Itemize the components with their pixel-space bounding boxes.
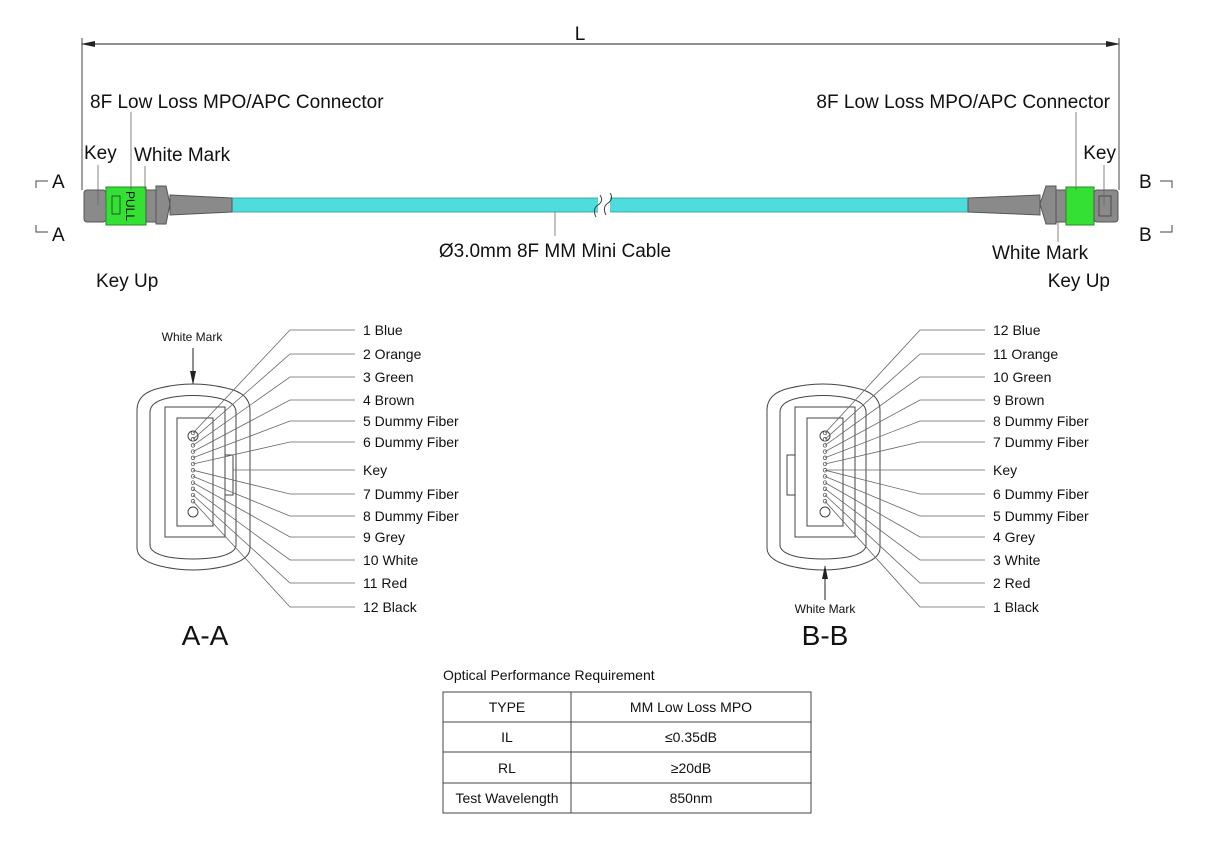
pin-label: 1 Blue xyxy=(363,322,403,338)
face-b-white-mark: White Mark xyxy=(795,602,857,616)
pin-leader-line xyxy=(824,329,985,434)
left-connector: PULL xyxy=(83,185,233,226)
cable-label: Ø3.0mm 8F MM Mini Cable xyxy=(439,241,671,262)
pin-label: 2 Red xyxy=(993,575,1030,591)
pin-leader-line xyxy=(824,420,985,459)
pin-leader-line xyxy=(192,494,355,584)
pin-label: 12 Black xyxy=(363,599,418,615)
length-dimension: L xyxy=(81,24,1120,190)
fiber-position xyxy=(190,449,196,454)
table-cell-value: ≤0.35dB xyxy=(665,729,717,745)
pin-label: 5 Dummy Fiber xyxy=(363,413,459,429)
pin-leader-line xyxy=(192,482,355,538)
pull-text: PULL xyxy=(123,191,137,221)
table-cell-value: 850nm xyxy=(670,790,713,806)
section-marker-a: A A xyxy=(35,172,65,246)
pin-label: 6 Dummy Fiber xyxy=(363,434,459,450)
pin-leader-line xyxy=(824,441,985,465)
left-key-label: Key xyxy=(84,143,117,164)
pin-label: 4 Brown xyxy=(363,392,414,408)
pin-leader-line xyxy=(192,469,355,495)
table-title: Optical Performance Requirement xyxy=(443,667,655,683)
section-b-title: B-B xyxy=(802,620,849,651)
pin-leader-line xyxy=(824,488,985,561)
pin-leader-line xyxy=(192,376,355,446)
pin-label: 3 White xyxy=(993,552,1041,568)
pin-leader-line xyxy=(824,476,985,517)
pin-label: 11 Red xyxy=(363,575,407,591)
pin-label: Key xyxy=(993,462,1017,478)
pin-label: 5 Dummy Fiber xyxy=(993,508,1089,524)
pin-label: 4 Grey xyxy=(993,529,1035,545)
cable: Ø3.0mm 8F MM Mini Cable xyxy=(229,192,971,262)
table-cell-label: RL xyxy=(498,760,516,776)
face-a-white-mark: White Mark xyxy=(162,330,224,344)
pin-leader-line xyxy=(192,488,355,561)
left-key-up-label: Key Up xyxy=(96,271,158,292)
left-white-mark-label: White Mark xyxy=(134,145,231,166)
pin-label: 10 Green xyxy=(993,369,1051,385)
left-connector-label: 8F Low Loss MPO/APC Connector xyxy=(90,92,384,113)
svg-text:B: B xyxy=(1139,172,1152,193)
pin-label: 11 Orange xyxy=(993,346,1058,362)
svg-text:A: A xyxy=(52,225,65,246)
pin-leader-line xyxy=(192,353,355,440)
section-a-title: A-A xyxy=(182,620,229,651)
pin-leader-line xyxy=(824,500,985,608)
pin-label: 3 Green xyxy=(363,369,414,385)
right-connector-label: 8F Low Loss MPO/APC Connector xyxy=(816,92,1110,113)
pin-label: 7 Dummy Fiber xyxy=(993,434,1089,450)
pin-leader-line xyxy=(192,420,355,459)
pin-label: 2 Orange xyxy=(363,346,422,362)
end-face-a-a: White Mark A-A xyxy=(136,330,251,651)
right-white-mark-label: White Mark xyxy=(992,243,1089,264)
table-cell-value: MM Low Loss MPO xyxy=(630,699,752,715)
pin-label: 9 Grey xyxy=(363,529,405,545)
pin-leader-line xyxy=(192,329,355,434)
pin-leader-line xyxy=(192,441,355,465)
end-face-b-b: White Mark B-B xyxy=(766,383,881,651)
pin-label: 12 Blue xyxy=(993,322,1041,338)
pin-leader-line xyxy=(824,399,985,452)
section-marker-b: B B xyxy=(1139,172,1173,246)
pin-label: 7 Dummy Fiber xyxy=(363,486,459,502)
pin-leader-line xyxy=(824,376,985,446)
optical-performance-table: Optical Performance Requirement TYPE MM L… xyxy=(442,667,812,814)
table-cell-value: ≥20dB xyxy=(671,760,711,776)
pin-label: 10 White xyxy=(363,552,418,568)
table-cell-label: TYPE xyxy=(489,699,526,715)
fiber-position xyxy=(822,449,828,454)
pin-label: 8 Dummy Fiber xyxy=(993,413,1089,429)
pin-label: 8 Dummy Fiber xyxy=(363,508,459,524)
table-cell-label: Test Wavelength xyxy=(456,790,559,806)
pin-leader-line xyxy=(192,399,355,452)
pin-label: 6 Dummy Fiber xyxy=(993,486,1089,502)
right-key-up-label: Key Up xyxy=(1048,271,1110,292)
pin-leader-line xyxy=(192,500,355,608)
pin-leader-line xyxy=(824,482,985,538)
svg-text:A: A xyxy=(52,172,65,193)
pin-label: 9 Brown xyxy=(993,392,1044,408)
pin-label: Key xyxy=(363,462,387,478)
table-cell-label: IL xyxy=(501,729,513,745)
length-label: L xyxy=(575,24,586,45)
right-key-label: Key xyxy=(1083,143,1116,164)
pin-label: 1 Black xyxy=(993,599,1040,615)
pin-leader-line xyxy=(192,476,355,517)
svg-text:B: B xyxy=(1139,225,1152,246)
pin-leader-line xyxy=(824,469,985,495)
pin-leader-line xyxy=(824,353,985,440)
right-connector xyxy=(967,185,1119,226)
pin-leader-line xyxy=(824,494,985,584)
